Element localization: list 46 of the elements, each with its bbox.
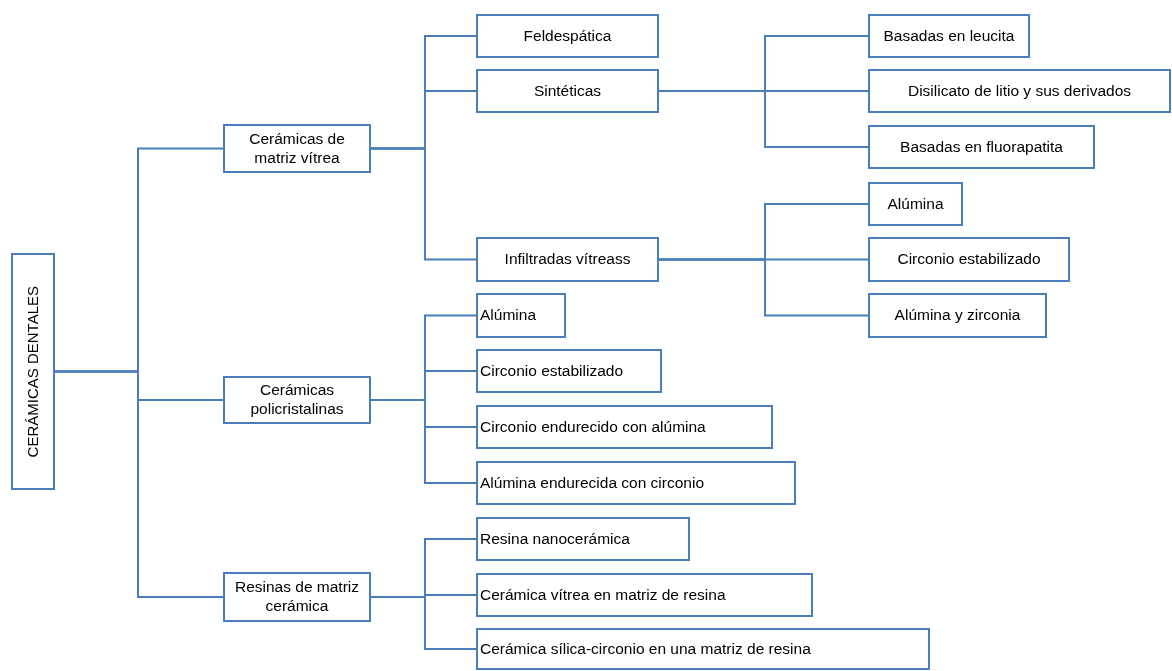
category-box: [476, 461, 796, 505]
category-label: Cerámicas de matriz vítrea: [248, 129, 346, 168]
category-box: [476, 517, 690, 561]
category-label: Alúmina: [886, 194, 945, 214]
category-box: [476, 69, 659, 113]
category-box: [868, 125, 1095, 169]
category-box: [223, 124, 371, 173]
category-label: Cerámicas policristalinas: [249, 381, 345, 419]
category-label: Circonio estabilizado: [896, 250, 1042, 269]
category-box: [11, 253, 55, 490]
category-label: Alúmina y zirconia: [893, 306, 1022, 325]
connector-line: [658, 258, 869, 317]
category-box: [223, 572, 371, 622]
category-label: Resina nanocerámica: [479, 529, 631, 549]
category-label: Circonio estabilizado: [479, 361, 625, 381]
category-box: [476, 14, 659, 58]
category-box: [868, 182, 963, 226]
category-box: [223, 376, 371, 424]
category-box: [476, 628, 930, 670]
category-label: Basadas en fluorapatita: [899, 137, 1064, 157]
category-label: Disilicato de litio y sus derivados: [906, 81, 1133, 101]
connector-line: [370, 147, 477, 261]
category-label: Circonio endurecido con alúmina: [479, 417, 707, 437]
category-box: [476, 237, 659, 282]
connector-line: [658, 90, 869, 148]
category-label: Alúmina endurecida con circonio: [479, 473, 706, 493]
category-box: [868, 14, 1030, 58]
category-box: [476, 293, 566, 338]
category-box: [868, 69, 1171, 113]
connector-line: [370, 596, 477, 650]
category-label: Feldespática: [522, 26, 613, 46]
category-label: Cerámica sílica-circonio en una matriz de resina: [479, 639, 812, 659]
category-box: [868, 293, 1047, 338]
category-label: Alúmina: [479, 306, 537, 325]
category-box: [476, 349, 662, 393]
category-label: Cerámica vítrea en matriz de resina: [479, 585, 727, 605]
category-label: Resinas de matriz cerámica: [233, 578, 360, 616]
category-box: [476, 573, 813, 617]
connector-line: [54, 370, 224, 598]
category-label: CERÁMICAS DENTALES: [23, 285, 42, 458]
category-label: Sintéticas: [532, 81, 603, 101]
category-box: [476, 405, 773, 449]
category-label: Basadas en leucita: [882, 26, 1016, 46]
category-box: [868, 237, 1070, 282]
category-label: Infiltradas vítreass: [503, 250, 632, 269]
connector-line: [370, 399, 477, 484]
